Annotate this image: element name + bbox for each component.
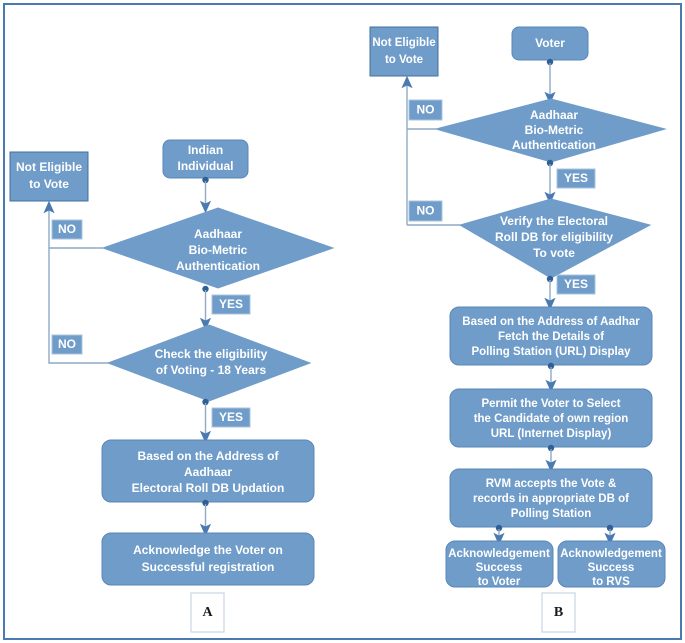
node-indian-individual: Indian Individual: [162, 139, 249, 179]
label-right-verify-yes: YES: [556, 274, 596, 295]
node-right-process-rvm: RVM accepts the Vote & records in approp…: [449, 468, 653, 528]
label-left-auth-yes: YES: [211, 294, 251, 315]
label-left-age-yes-text: YES: [219, 410, 243, 424]
node-indian-individual-line1: Indian: [188, 143, 223, 157]
connector-dot: [546, 275, 554, 283]
diagram-border: [3, 3, 682, 640]
node-right-decision-auth-line2: Bio-Metric: [525, 123, 584, 137]
node-left-decision-age-line2: of Voting - 18 Years: [156, 363, 267, 377]
label-left-age-no: NO: [51, 334, 83, 355]
node-voter-line1: Voter: [535, 36, 565, 50]
node-left-process-roll-line1: Based on the Address of: [138, 449, 280, 463]
node-right-process-fetch-line2: Fetch the Details of: [498, 331, 604, 343]
node-right-decision-verify: Verify the Electoral Roll DB for eligibi…: [458, 198, 652, 279]
label-right-auth-no-text: NO: [417, 103, 435, 117]
connector-dot: [546, 159, 554, 167]
connector-a: A: [190, 592, 225, 633]
node-left-not-eligible-line1: Not Eligible: [16, 160, 82, 174]
node-left-process-roll-line2: Aadhaar: [184, 465, 232, 479]
label-right-auth-yes: YES: [556, 168, 596, 189]
node-left-decision-auth: Aadhaar Bio-Metric Authentication: [101, 207, 335, 289]
connector-b-letter: B: [554, 605, 563, 620]
node-left-not-eligible-line2: to Vote: [29, 177, 69, 191]
node-right-process-rvm-line3: Polling Station: [511, 508, 592, 520]
node-right-not-eligible-line2: to Vote: [385, 54, 423, 66]
node-left-decision-age: Check the eligibility of Voting - 18 Yea…: [106, 324, 312, 402]
node-left-process-ack-line1: Acknowledge the Voter on: [133, 543, 283, 557]
label-right-verify-yes-text: YES: [564, 277, 588, 291]
label-left-age-no-text: NO: [58, 337, 76, 351]
node-right-not-eligible: Not Eligible to Vote: [369, 26, 439, 77]
connector-dot: [202, 499, 209, 507]
node-right-not-eligible-line1: Not Eligible: [372, 37, 435, 49]
label-right-auth-yes-text: YES: [564, 171, 588, 185]
node-ack-rvs-line2: Success: [588, 562, 635, 574]
node-right-decision-auth-line3: Authentication: [512, 138, 596, 152]
node-right-process-rvm-line2: records in appropriate DB of: [473, 493, 629, 505]
connector-dot: [495, 524, 503, 532]
node-ack-voter-line3: to Voter: [478, 576, 521, 588]
connector-a-letter: A: [202, 605, 213, 620]
node-right-decision-verify-line2: Roll DB for eligibility: [495, 230, 613, 244]
node-left-process-ack-line2: Successful registration: [142, 560, 275, 574]
label-left-auth-yes-text: YES: [219, 297, 243, 311]
label-left-auth-no: NO: [51, 219, 83, 240]
connector-dot: [546, 58, 554, 66]
label-right-verify-no: NO: [408, 200, 443, 222]
node-ack-voter-line1: Acknowledgement: [448, 548, 550, 560]
connector-dot: [202, 176, 209, 184]
connector-b: B: [541, 592, 576, 633]
node-right-process-permit: Permit the Voter to Select the Candidate…: [449, 388, 653, 448]
node-indian-individual-line2: Individual: [177, 159, 233, 173]
node-left-decision-age-line1: Check the eligibility: [155, 347, 268, 361]
node-left-decision-auth-line2: Bio-Metric: [189, 243, 248, 257]
node-left-decision-auth-line1: Aadhaar: [194, 227, 242, 241]
node-left-process-roll: Based on the Address of Aadhaar Electora…: [101, 439, 315, 503]
connector-dot: [547, 444, 555, 452]
label-left-auth-no-text: NO: [58, 222, 76, 236]
node-voter: Voter: [511, 26, 589, 61]
node-right-process-fetch-line1: Based on the Address of Aadhar: [462, 316, 640, 328]
label-left-age-yes: YES: [211, 407, 251, 428]
label-right-auth-no: NO: [408, 99, 443, 121]
node-right-process-rvm-line1: RVM accepts the Vote &: [486, 478, 617, 490]
node-right-decision-verify-line1: Verify the Electoral: [500, 214, 608, 228]
node-left-process-roll-line3: Electoral Roll DB Updation: [132, 481, 285, 495]
node-right-process-fetch-line3: Polling Station (URL) Display: [471, 346, 631, 358]
node-ack-voter-line2: Success: [476, 562, 523, 574]
connector-dot: [202, 398, 209, 406]
connector-dot: [547, 362, 555, 370]
edge-age-no-left: [48, 350, 108, 364]
node-right-decision-auth-line1: Aadhaar: [530, 108, 578, 122]
connector-dot: [202, 285, 209, 293]
node-right-process-permit-line1: Permit the Voter to Select: [481, 398, 620, 410]
node-left-decision-auth-line3: Authentication: [176, 259, 260, 273]
label-right-verify-no-text: NO: [417, 204, 435, 218]
node-right-decision-auth: Aadhaar Bio-Metric Authentication: [434, 98, 667, 163]
node-right-process-permit-line2: the Candidate of own region: [474, 413, 629, 425]
node-ack-voter: Acknowledgement Success to Voter: [445, 540, 554, 588]
node-left-not-eligible: Not Eligible to Vote: [9, 151, 89, 202]
node-right-decision-verify-line3: To vote: [533, 246, 575, 260]
node-ack-rvs: Acknowledgement Success to RVS: [557, 540, 666, 588]
node-ack-rvs-line3: to RVS: [592, 576, 630, 588]
node-right-process-permit-line3: URL (Internet Display): [491, 428, 612, 440]
connector-dot: [606, 524, 614, 532]
node-left-process-ack: Acknowledge the Voter on Successful regi…: [101, 532, 315, 586]
node-right-process-fetch: Based on the Address of Aadhar Fetch the…: [449, 306, 653, 366]
node-ack-rvs-line1: Acknowledgement: [560, 548, 662, 560]
